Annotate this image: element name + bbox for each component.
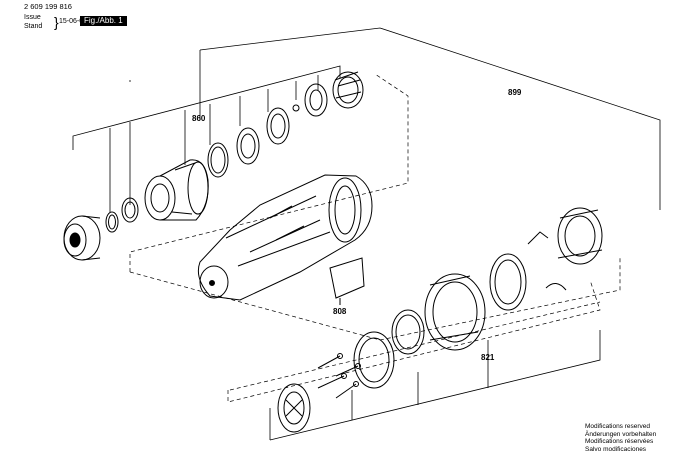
- footer-line: Salvo modificaciones: [585, 445, 647, 453]
- issue-date: 15-06-03: [59, 18, 88, 25]
- footer-line: Modifications reserved: [585, 423, 651, 430]
- plate-808: [329, 257, 365, 305]
- ring-group-821: [424, 253, 527, 351]
- callout-860: 860: [192, 114, 206, 123]
- footer-line: Änderungen vorbehalten: [585, 430, 657, 438]
- footer-notes: Modifications reserved Änderungen vorbeh…: [585, 423, 656, 453]
- hammer-head: [197, 174, 373, 301]
- dashed-guides: [129, 73, 621, 403]
- lower-rings: [353, 309, 425, 389]
- ring-series: [207, 83, 328, 178]
- figure-label: Fig./Abb. 1: [80, 16, 127, 26]
- small-rings-left: [105, 197, 139, 233]
- clips: [527, 231, 567, 291]
- leader-860: [72, 65, 341, 212]
- brace-glyph: }: [54, 14, 59, 30]
- callout-899: 899: [508, 88, 522, 97]
- sleeve: [144, 159, 209, 221]
- footer-line: Modifications réservées: [585, 438, 654, 446]
- callout-821: 821: [481, 353, 495, 362]
- threaded-collar: [332, 71, 364, 109]
- callout-808: 808: [333, 307, 347, 316]
- screws: [317, 353, 361, 399]
- right-ring: [557, 207, 603, 265]
- issue-label: Issue: [24, 14, 41, 21]
- leader-899: [199, 27, 661, 210]
- bottom-flange: [277, 383, 311, 433]
- stand-label: Stand: [24, 23, 43, 30]
- part-number: 2 609 199 816: [24, 2, 72, 11]
- leader-821: [269, 330, 601, 441]
- end-cap: [63, 215, 101, 261]
